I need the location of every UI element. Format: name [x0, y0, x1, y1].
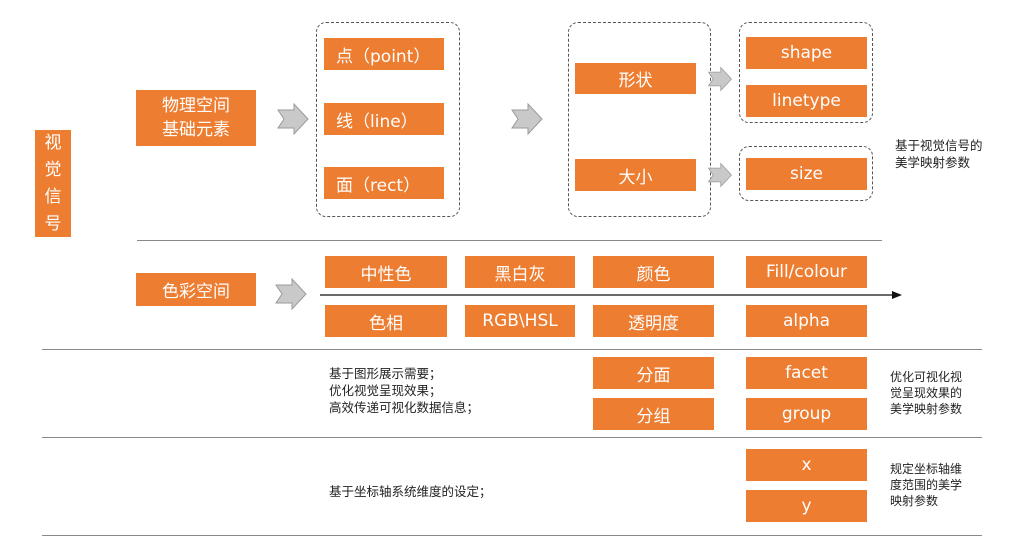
divider [137, 240, 882, 241]
note-line: 优化视觉呈现效果； [329, 383, 442, 398]
note-line: 美学映射参数 [890, 402, 963, 416]
arrow-icon [511, 102, 543, 136]
color-space-box: 色彩空间 [136, 273, 256, 306]
section4-note: 基于坐标轴系统维度的设定； [329, 484, 492, 499]
note-line: 美学映射参数 [895, 155, 971, 170]
side-char: 号 [44, 213, 62, 234]
aes-fill-colour: Fill/colour [746, 256, 867, 288]
visual-signal-label: 视 觉 信 号 [35, 130, 71, 237]
note-line: 高效传递可视化数据信息； [329, 400, 480, 415]
prop-size: 大小 [575, 159, 696, 191]
aes-shape-group [739, 22, 873, 123]
aes-size: size [746, 158, 867, 190]
rgb-hsl: RGB\HSL [465, 305, 575, 337]
arrow-icon [277, 102, 309, 136]
aes-facet: facet [746, 357, 867, 389]
note-line: 基于视觉信号的 [895, 138, 983, 153]
elements-group [316, 22, 460, 217]
section3-note: 基于图形展示需要； 优化视觉呈现效果； 高效传递可视化数据信息； [329, 365, 479, 416]
aes-linetype: linetype [746, 85, 867, 117]
color: 颜色 [593, 256, 714, 288]
physical-space-box: 物理空间 基础元素 [136, 90, 256, 146]
aes-alpha: alpha [746, 305, 867, 337]
aes-x: x [746, 449, 867, 481]
arrow-icon [707, 162, 732, 188]
prop-facet: 分面 [593, 357, 714, 389]
section3-side-note: 优化可视化视 觉呈现效果的 美学映射参数 [890, 369, 962, 417]
props-group [568, 22, 711, 217]
color-axis-arrow [320, 291, 902, 299]
note-line: 度范围的美学 [890, 478, 963, 492]
section4-side-note: 规定坐标轴维 度范围的美学 映射参数 [890, 461, 962, 509]
aes-y: y [746, 490, 867, 522]
side-char: 信 [44, 186, 62, 207]
element-rect: 面（rect） [324, 167, 444, 199]
note-line: 映射参数 [890, 494, 939, 508]
note-line: 优化可视化视 [890, 370, 963, 384]
section1-note: 基于视觉信号的 美学映射参数 [895, 137, 983, 171]
divider [42, 349, 982, 350]
side-char: 觉 [44, 159, 62, 180]
hue: 色相 [325, 305, 447, 337]
divider [42, 535, 982, 536]
element-line: 线（line） [324, 103, 444, 135]
element-point: 点（point） [324, 38, 444, 70]
black-white-gray: 黑白灰 [465, 256, 575, 288]
aes-group: group [746, 398, 867, 430]
physical-label-line: 物理空间 [162, 96, 230, 116]
aes-size-group [739, 146, 873, 201]
arrow-icon [707, 66, 732, 92]
arrow-icon [275, 277, 307, 311]
note-line: 基于图形展示需要； [329, 366, 442, 381]
transparency: 透明度 [593, 305, 714, 337]
prop-group: 分组 [593, 398, 714, 430]
aes-shape: shape [746, 37, 867, 69]
prop-shape: 形状 [575, 63, 696, 94]
neutral-color: 中性色 [325, 256, 447, 288]
divider [42, 437, 982, 438]
note-line: 规定坐标轴维 [890, 462, 963, 476]
note-line: 觉呈现效果的 [890, 386, 963, 400]
physical-label-line: 基础元素 [162, 120, 230, 140]
side-char: 视 [44, 132, 62, 153]
